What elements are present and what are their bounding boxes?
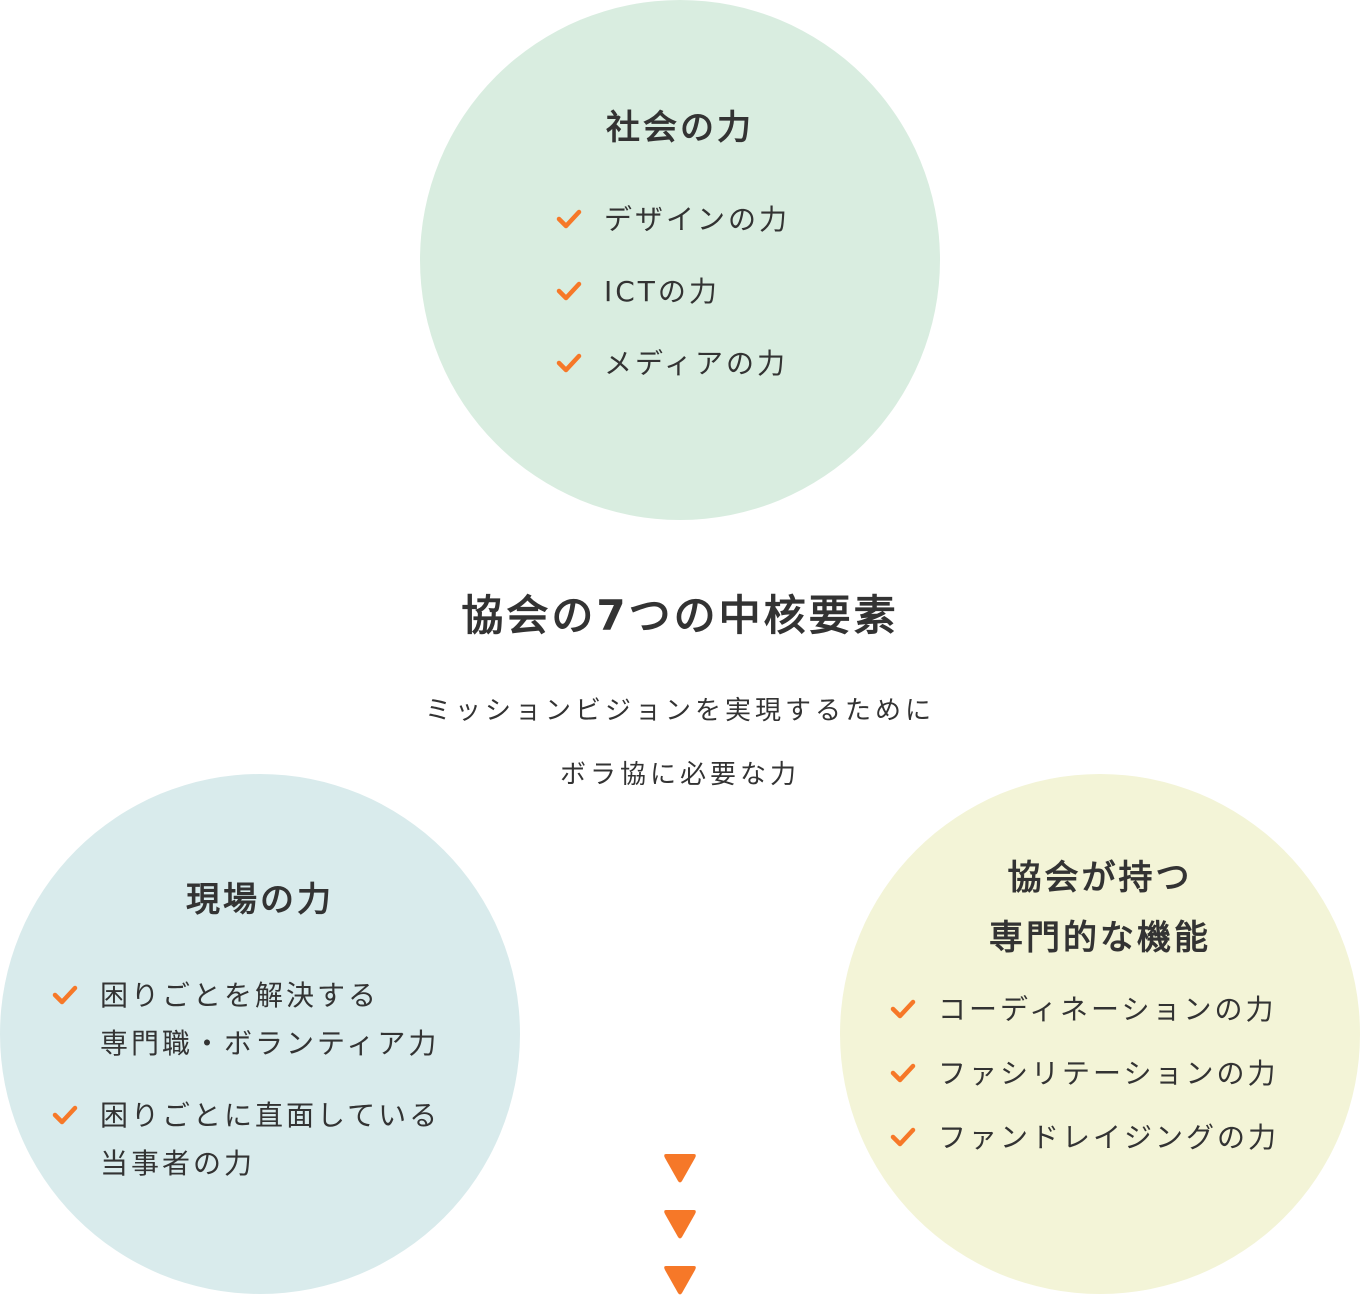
list-item: ファンドレイジングの力 [890,1114,1279,1162]
down-arrow-icon [663,1208,697,1240]
check-icon [556,280,582,302]
circle-title: 社会の力 [606,108,754,148]
check-icon [556,352,582,374]
list-item: デザインの力 [556,196,790,244]
list-item: ファシリテーションの力 [890,1050,1279,1098]
check-icon [890,998,916,1020]
list-item: メディアの力 [556,340,790,388]
subtitle-line: ボラ協に必要な力 [559,760,800,790]
page-title: 協会の7つの中核要素 [461,591,899,640]
item-label: 困りごとに直面している [100,1099,441,1132]
check-icon [52,1104,78,1126]
list-item: 困りごとに直面している当事者の力 [52,1092,440,1188]
item-label: メディアの力 [604,347,789,380]
down-arrow-icon [663,1152,697,1184]
checklist: デザインの力 ICTの力 メディアの力 [556,196,790,412]
check-icon [556,208,582,230]
circle-title: 専門的な機能 [989,918,1211,958]
list-item: コーディネーションの力 [890,986,1279,1034]
item-label: 困りごとを解決する [100,979,380,1012]
social-power-circle: 社会の力 デザインの力 ICTの力 メディアの力 [420,0,940,520]
checklist: 困りごとを解決する専門職・ボランティア力 困りごとに直面している当事者の力 [52,972,440,1212]
item-label: ファンドレイジングの力 [938,1121,1280,1154]
subtitle-line: ミッションビジョンを実現するために [424,696,935,726]
circle-title: 現場の力 [186,880,334,920]
item-label: デザインの力 [604,203,791,236]
list-item: ICTの力 [556,268,790,316]
item-label: 当事者の力 [100,1147,256,1180]
down-arrow-icon [663,1264,697,1296]
check-icon [52,984,78,1006]
check-icon [890,1126,916,1148]
item-label: ICTの力 [604,275,720,308]
item-label: ファシリテーションの力 [938,1057,1279,1090]
list-item: 困りごとを解決する専門職・ボランティア力 [52,972,440,1068]
association-functions-circle: 協会が持つ 専門的な機能 コーディネーションの力 ファシリテーションの力 ファン… [840,774,1360,1294]
checklist: コーディネーションの力 ファシリテーションの力 ファンドレイジングの力 [890,986,1279,1178]
item-label: コーディネーションの力 [938,993,1277,1026]
check-icon [890,1062,916,1084]
field-power-circle: 現場の力 困りごとを解決する専門職・ボランティア力 困りごとに直面している当事者… [0,774,520,1294]
item-label: 専門職・ボランティア力 [100,1027,440,1060]
circle-title: 協会が持つ [1007,858,1193,898]
